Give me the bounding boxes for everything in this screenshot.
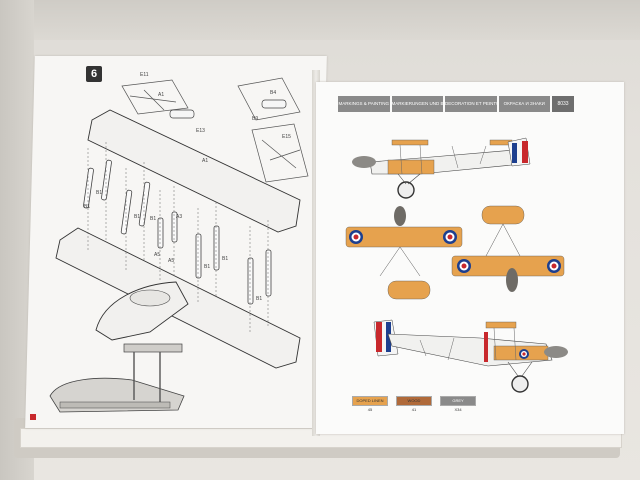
detail-callout-right	[251, 123, 309, 183]
top-view-wing	[345, 206, 463, 300]
markings-header: MARKINGS & PAINTING MARKIERUNGEN UND BEM…	[338, 96, 550, 112]
part-label: B1	[204, 264, 211, 270]
paint-swatch: DOPED LINEN 45	[352, 396, 388, 412]
part-label: B1	[96, 190, 103, 196]
header-segment: DECORATION ET PEINTURE	[445, 96, 497, 112]
header-segment: MARKIERUNGEN UND BEMALUNG	[391, 96, 443, 112]
paint-swatch: WOOD 41	[396, 396, 432, 412]
part-label: B9	[252, 116, 259, 122]
header-segment: MARKINGS & PAINTING	[338, 96, 390, 112]
side-view-lower	[373, 319, 568, 393]
finished-struts	[133, 352, 161, 402]
markings-code-badge: 8033	[552, 96, 574, 112]
part-label: A5	[154, 252, 161, 258]
finished-upper-wing	[123, 343, 183, 353]
step-number-badge: 6	[86, 66, 102, 82]
part-label: E11	[140, 72, 149, 78]
part-label: E13	[196, 128, 205, 134]
part-label: B4	[270, 90, 277, 96]
part-label: A1	[202, 158, 209, 164]
detail-callout-top	[121, 79, 189, 115]
part-label: A5	[168, 258, 175, 264]
upper-wing	[87, 109, 301, 233]
paint-legend: DOPED LINEN 45 WOOD 41 GREY X34	[352, 396, 476, 412]
part-label: B1	[84, 204, 91, 210]
part-label: E15	[282, 134, 291, 140]
part-label: B1	[222, 256, 229, 262]
small-part-right	[261, 99, 287, 109]
paint-swatch: GREY X34	[440, 396, 476, 412]
page-corner-mark	[30, 414, 36, 420]
swatch-label: WOOD	[396, 396, 432, 406]
cockpit-opening	[129, 289, 171, 307]
swatch-code: X34	[454, 407, 462, 412]
bottom-view-wing	[451, 205, 565, 292]
part-label: A1	[158, 92, 165, 98]
small-part-top	[169, 109, 195, 119]
detail-callout-right-top	[237, 77, 301, 121]
part-label: B1	[150, 216, 157, 222]
swatch-label: DOPED LINEN	[352, 396, 388, 406]
swatch-code: 41	[411, 407, 417, 412]
part-label: B1	[256, 296, 263, 302]
header-segment: ОКРАСКА И ЗНАКИ	[498, 96, 550, 112]
side-view-upper	[352, 137, 531, 199]
swatch-label: GREY	[440, 396, 476, 406]
swatch-code: 45	[367, 407, 373, 412]
part-label: B1	[134, 214, 141, 220]
box-wall	[0, 0, 640, 40]
interplane-struts	[83, 159, 272, 305]
part-label: A3	[176, 214, 183, 220]
